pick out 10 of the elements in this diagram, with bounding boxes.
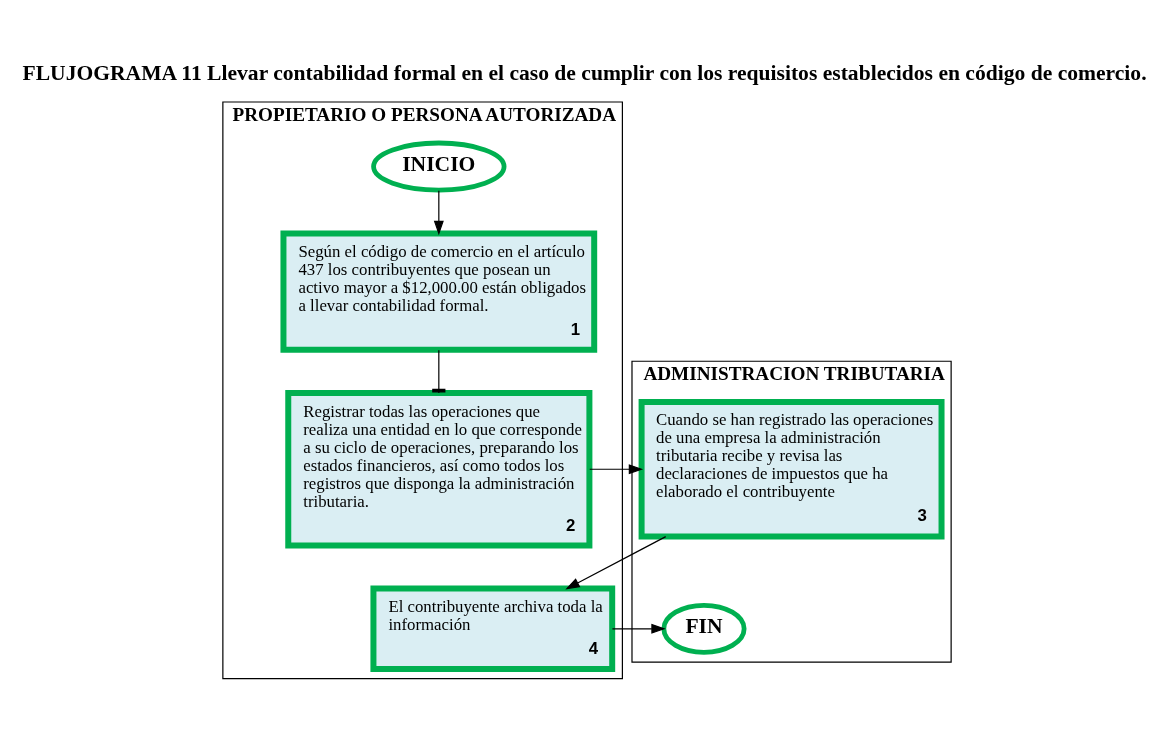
node-box: Cuando se han registrado las operaciones de una empresa la administración tributaria recibe y revisa las declaraciones de impuestos que ha elaborado el contribuyente 3: [638, 399, 945, 540]
node-box: El contribuyente archiva toda la información 4: [370, 585, 616, 672]
node-box: Según el código de comercio en el artículo 437 los contribuyentes que posean un activo mayor a $12,000.00 están obligados a llevar contabilidad formal. 1: [280, 230, 598, 353]
arrow: [589, 464, 644, 475]
node-ellipse: INICIO: [371, 140, 507, 193]
node-ellipse: FIN: [661, 602, 747, 655]
arrow: [565, 536, 667, 590]
arrow: [611, 623, 666, 634]
diagram-title: FLUJOGRAMA 11 Llevar contabilidad formal en el caso de cumplir con los requisitos establecidos en código de comercio.: [22, 60, 1147, 85]
arrow: [433, 190, 444, 236]
